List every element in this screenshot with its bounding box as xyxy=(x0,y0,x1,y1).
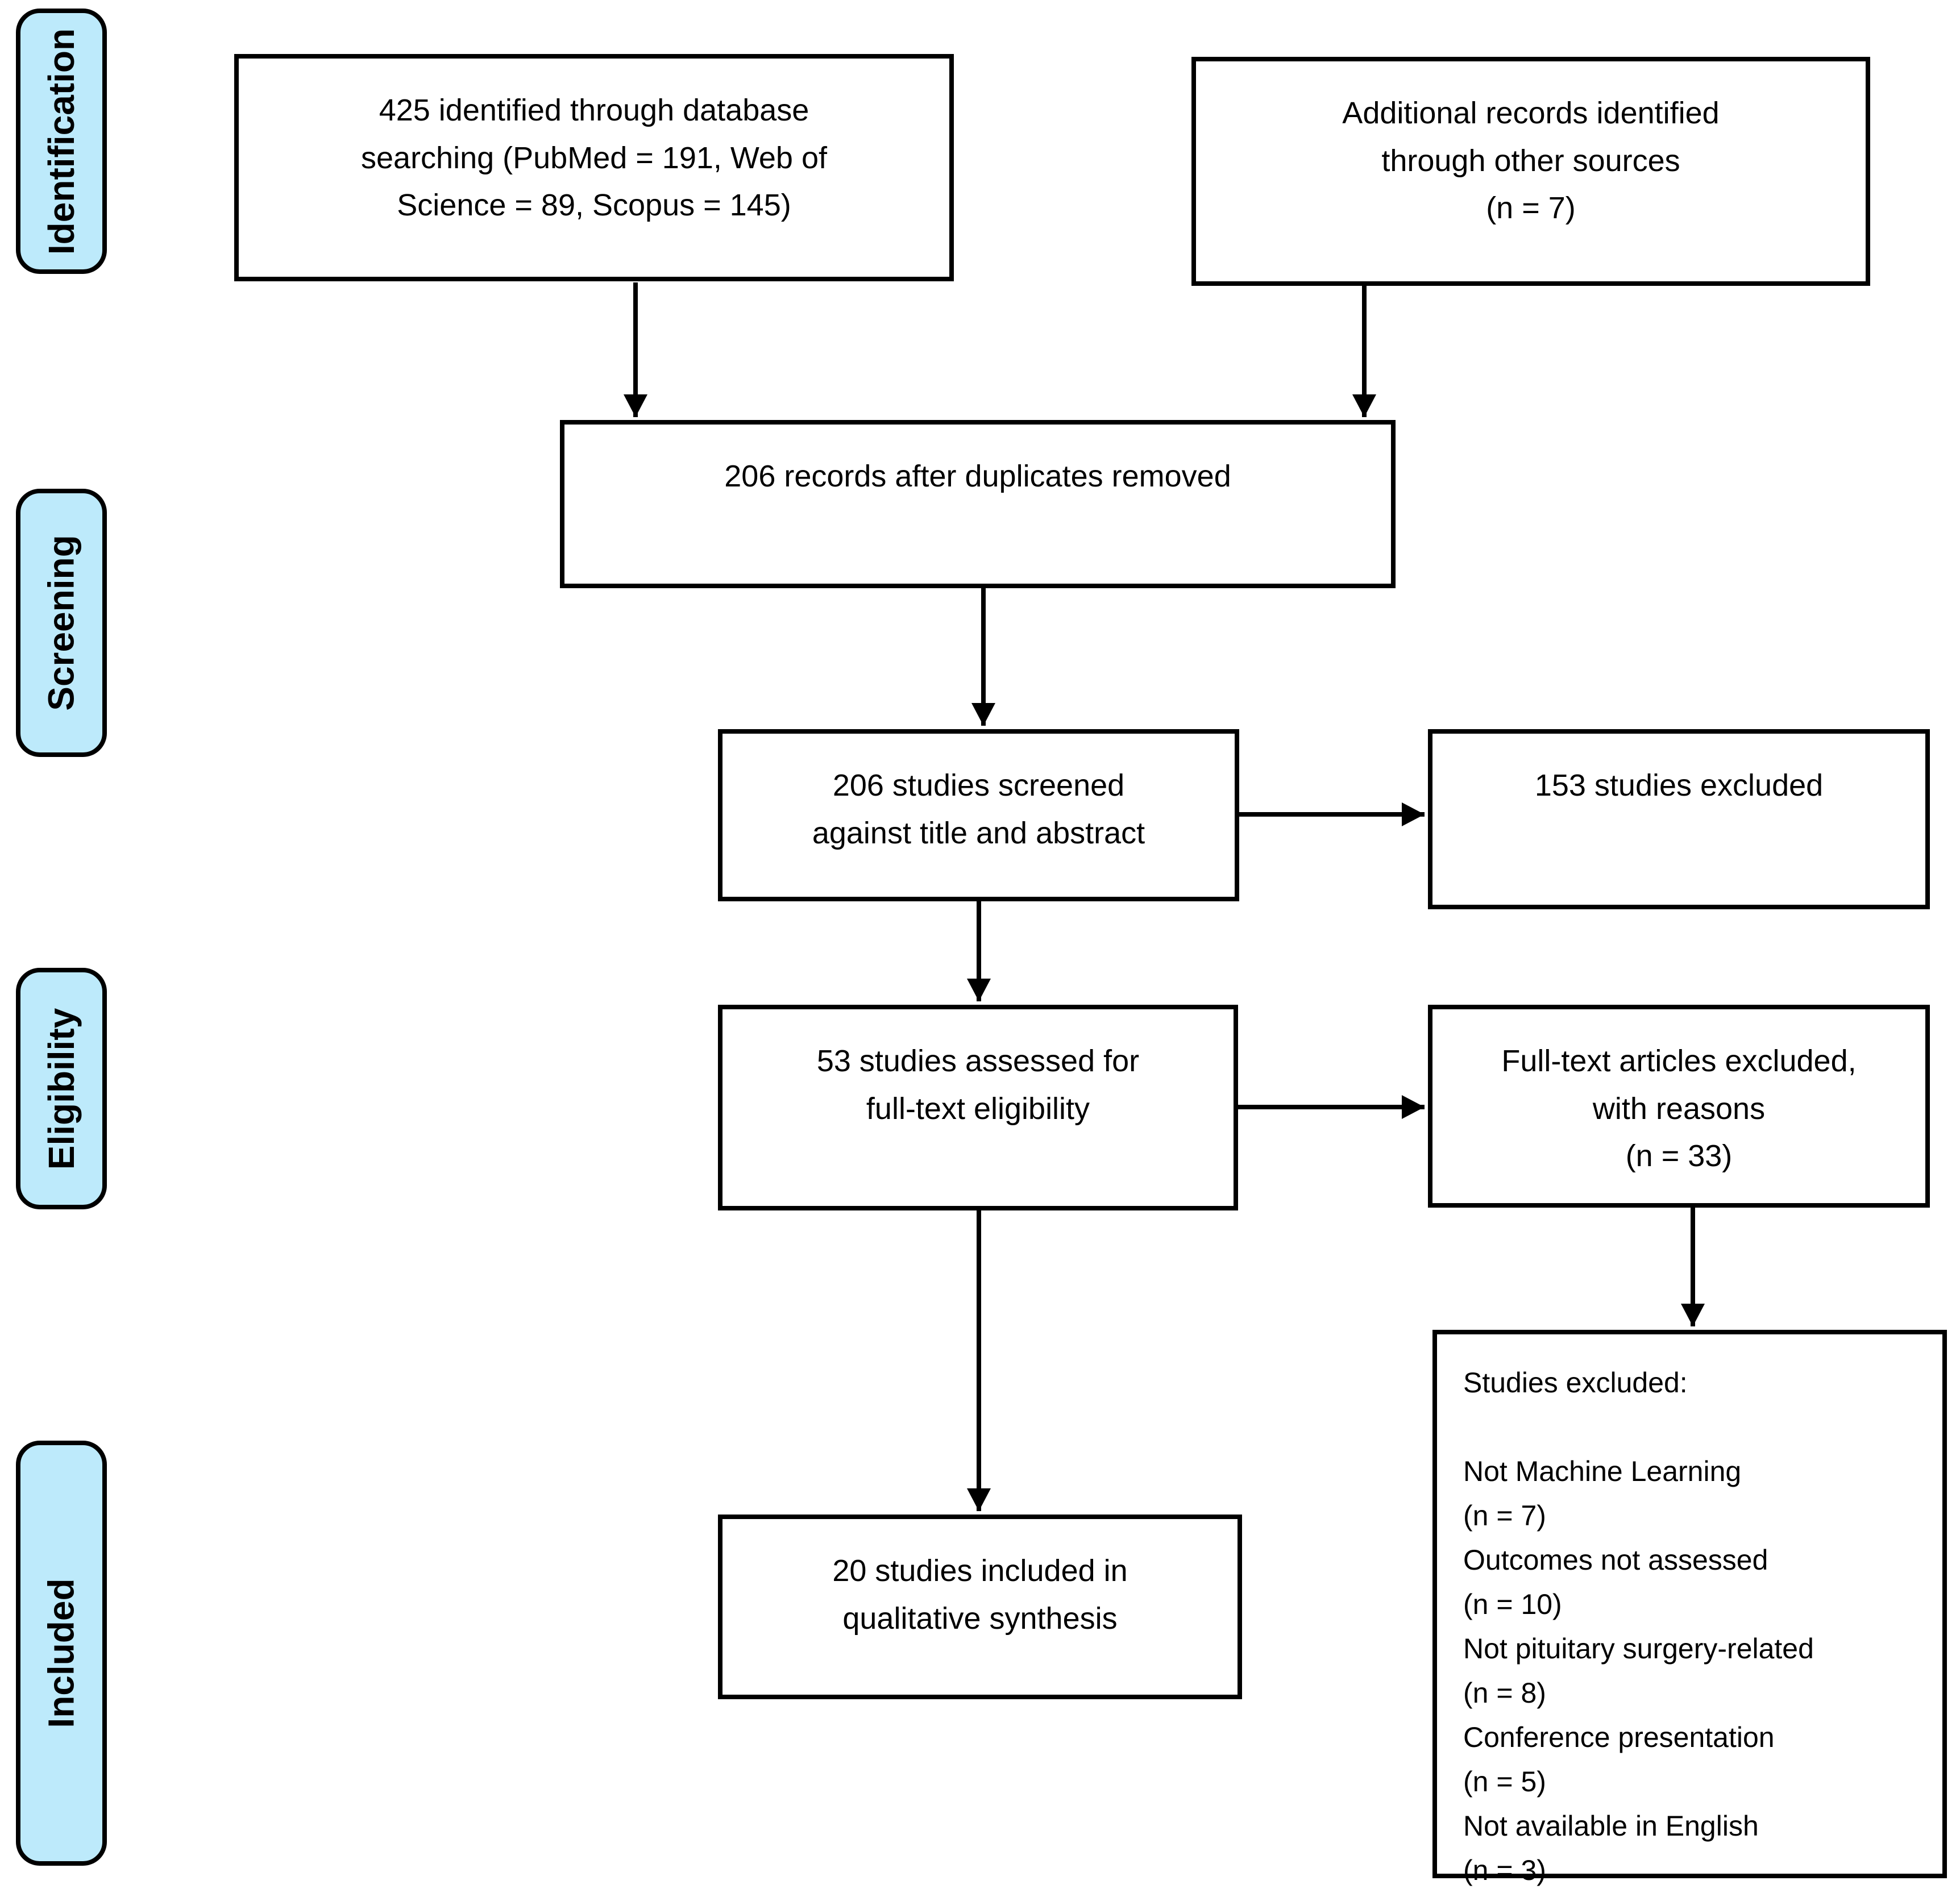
box-studies-excluded: 153 studies excluded xyxy=(1428,729,1930,909)
box-exclusion-reasons: Studies excluded: Not Machine Learning (… xyxy=(1432,1330,1947,1886)
stage-label-identification: Identification xyxy=(16,9,107,274)
box-fulltext-assessed: 53 studies assessed for full-text eligib… xyxy=(718,1005,1238,1210)
box-studies-screened: 206 studies screened against title and a… xyxy=(718,729,1239,901)
stage-label-screening: Screening xyxy=(16,489,107,757)
box-duplicates-removed: 206 records after duplicates removed xyxy=(560,420,1396,588)
stage-label-screening-text: Screening xyxy=(41,535,82,711)
box-database-search: 425 identified through database searchin… xyxy=(234,54,954,281)
box-fulltext-excluded: Full-text articles excluded, with reason… xyxy=(1428,1005,1930,1208)
box-included-qualitative: 20 studies included in qualitative synth… xyxy=(718,1515,1242,1699)
stage-label-eligibility-text: Eligibility xyxy=(41,1008,82,1170)
stage-label-included: Included xyxy=(16,1441,107,1866)
stage-label-eligibility: Eligibility xyxy=(16,968,107,1209)
stage-label-identification-text: Identification xyxy=(41,28,82,255)
stage-label-included-text: Included xyxy=(41,1578,82,1728)
box-other-sources: Additional records identified through ot… xyxy=(1191,57,1870,286)
